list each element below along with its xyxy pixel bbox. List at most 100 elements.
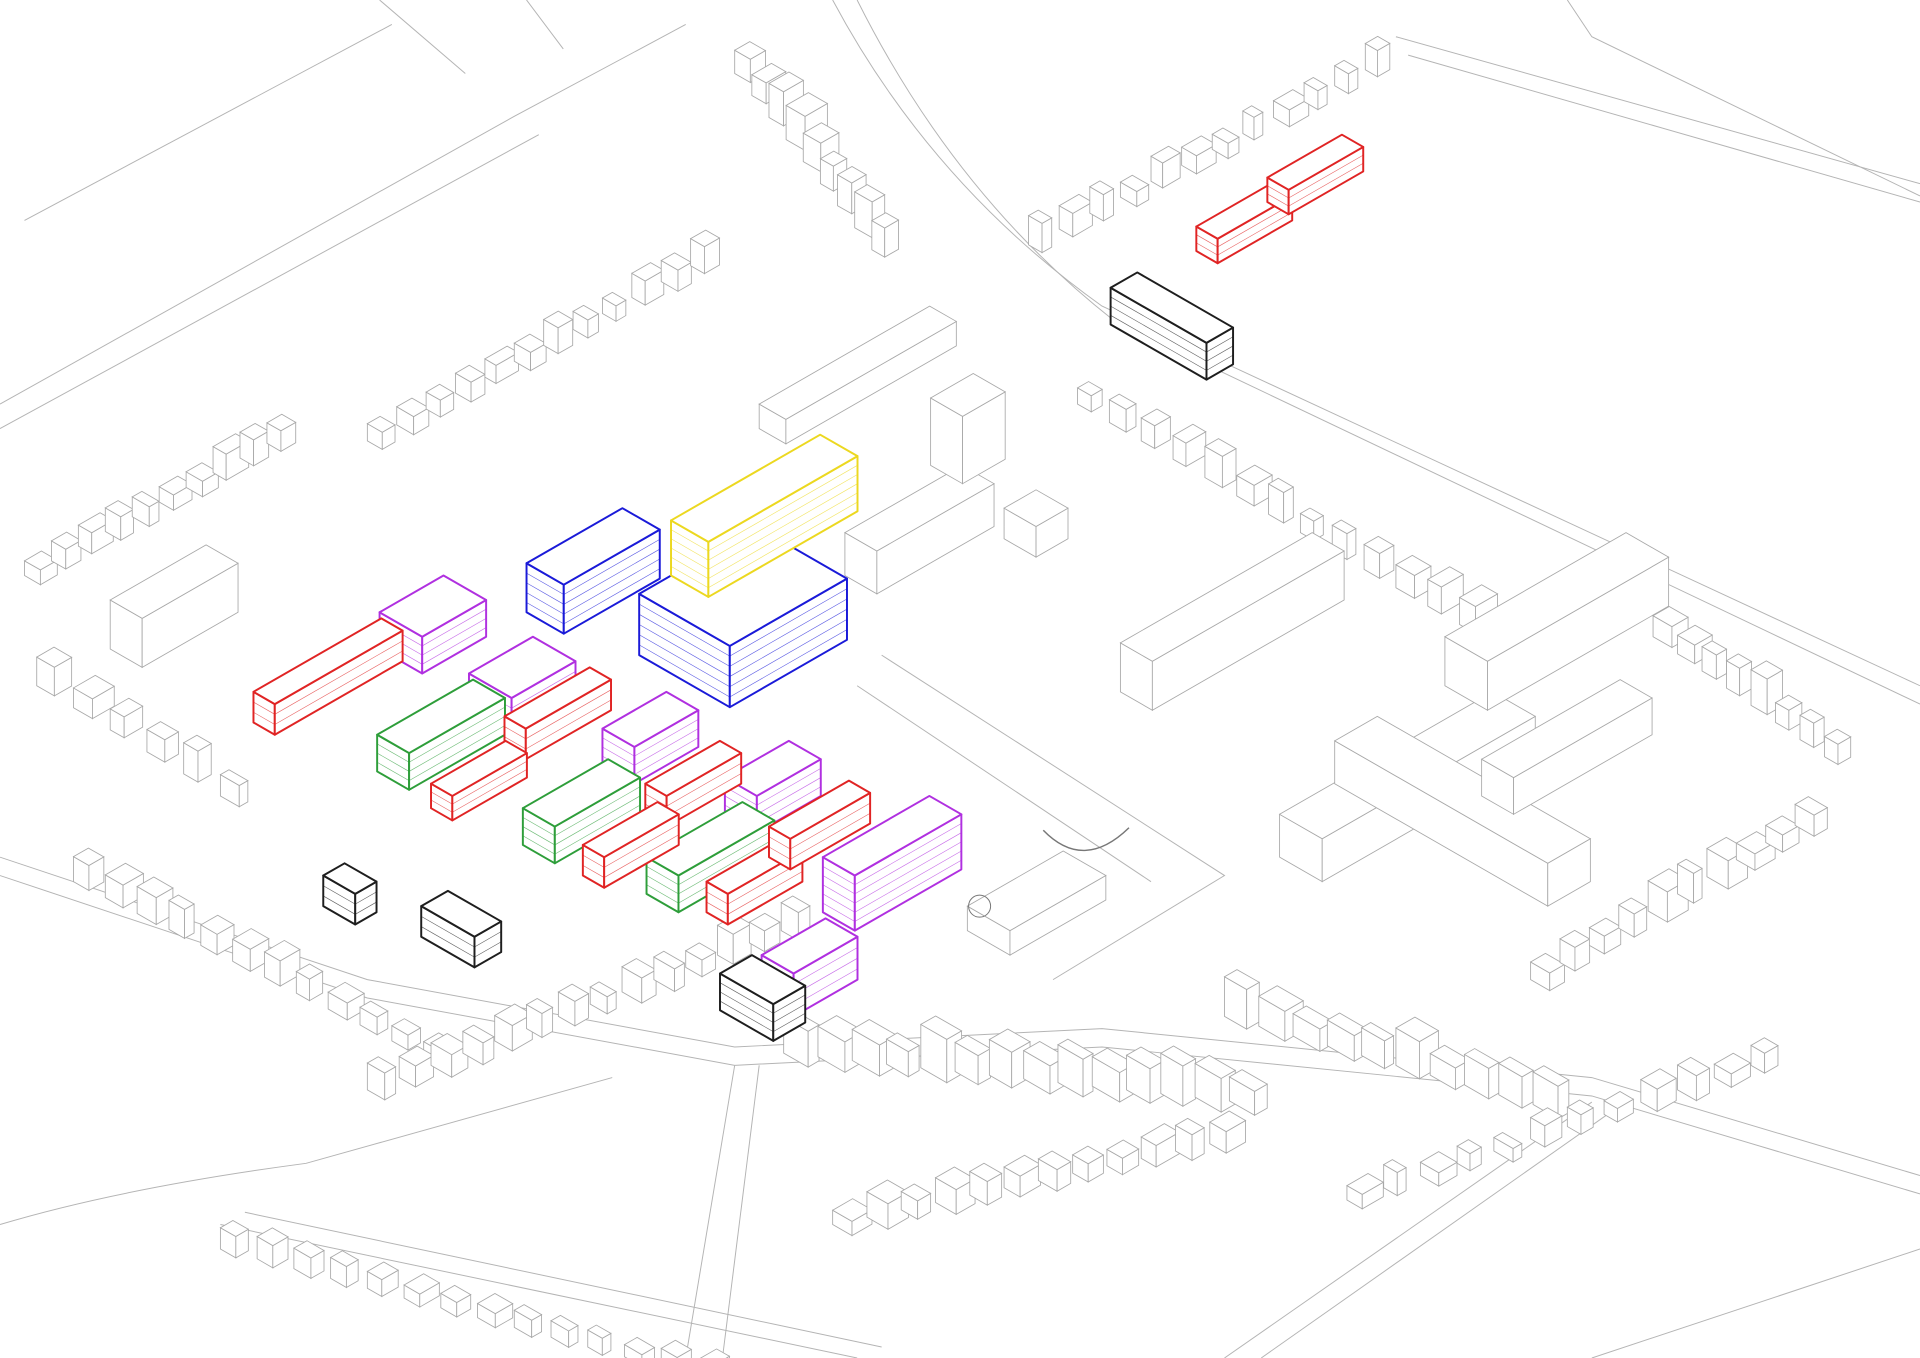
street-edge — [1260, 1107, 1617, 1358]
context-buildings — [23, 35, 1852, 1358]
green-block-2-floor-line — [522, 835, 555, 855]
blue-block-south-floor-line — [729, 598, 848, 667]
context-building-front — [807, 1024, 820, 1068]
context-building-roof — [1701, 640, 1728, 656]
context-building-roof — [819, 150, 848, 167]
context-building-roof — [1426, 566, 1465, 588]
context-building-roof — [1299, 507, 1325, 522]
context-building-roof — [733, 41, 767, 60]
blue-block-south-floor-line — [729, 629, 848, 698]
purple-block-5-floor-line — [822, 884, 855, 904]
context-building-roof — [748, 912, 781, 932]
context-building-roof — [359, 1000, 389, 1018]
proposed-buildings — [252, 133, 1365, 1042]
context-building-roof — [1532, 1065, 1570, 1087]
context-building-roof — [1228, 1069, 1269, 1092]
context-building-roof — [689, 229, 721, 248]
green-block-1-floor-line — [376, 762, 410, 781]
green-block-2-floor-line — [554, 795, 641, 846]
context-building-roof — [1676, 858, 1703, 874]
context-building-roof — [1204, 438, 1237, 457]
purple-block-5-floor-line — [854, 832, 962, 895]
green-block-3-roof — [645, 801, 776, 877]
blue-block-south-floor-line — [639, 634, 730, 688]
green-block-1-roof — [376, 678, 506, 755]
context-building-roof — [1382, 1159, 1407, 1173]
green-block-2-floor-line — [522, 826, 555, 846]
context-building-roof — [1617, 897, 1648, 915]
context-building-roof — [403, 1273, 441, 1295]
context-building-roof — [1088, 180, 1115, 196]
context-building-front — [1283, 486, 1294, 524]
red-row-7-floor-line — [790, 802, 871, 850]
context-building-front — [1693, 867, 1703, 904]
context-building-roof — [72, 847, 105, 866]
context-building-roof — [1172, 423, 1207, 444]
street-edge — [856, 685, 1152, 883]
black-block-4-floor-line — [773, 1013, 806, 1032]
red-row-3-floor-line — [452, 760, 528, 805]
context-building-roof — [199, 914, 235, 935]
yellow-block-floor-line — [670, 547, 709, 570]
context-building-roof — [1652, 606, 1689, 628]
black-block-2-floor-line — [323, 885, 356, 905]
street-edge — [0, 134, 540, 430]
annex-building-roof — [1003, 489, 1069, 528]
context-building-front — [1041, 217, 1053, 254]
context-building-roof — [1676, 624, 1714, 646]
context-building-roof — [182, 734, 213, 752]
red-row-9-roof — [1266, 133, 1365, 191]
context-building-roof — [660, 1339, 693, 1358]
purple-block-3-floor-line — [634, 728, 699, 766]
red-row-6-floor-line — [727, 871, 803, 915]
green-block-3-floor-line — [646, 875, 679, 895]
red-row-7-floor-line — [768, 836, 791, 850]
purple-block-4-floor-line — [756, 777, 821, 815]
street-edge — [1408, 54, 1920, 203]
context-building-roof — [1713, 1052, 1752, 1075]
blue-block-north-floor-line — [563, 539, 660, 595]
red-row-5-floor-line — [582, 854, 605, 868]
green-block-3-floor-line — [678, 829, 775, 885]
context-building-roof — [366, 1261, 400, 1281]
context-building-roof — [1794, 796, 1829, 816]
context-building-roof — [1211, 127, 1240, 144]
context-building-roof — [329, 1250, 360, 1268]
context-building-roof — [557, 983, 590, 1002]
school-wing-roof — [758, 305, 958, 420]
context-building-roof — [1395, 1016, 1440, 1043]
context-building-roof — [1057, 1038, 1094, 1060]
street-edge — [244, 1211, 882, 1348]
blue-block-north-floor-line — [563, 558, 660, 615]
context-building-roof — [1071, 1145, 1105, 1165]
purple-block-6-floor-line — [793, 947, 858, 985]
red-row-4-floor-line — [645, 793, 667, 807]
context-building-roof — [256, 1227, 289, 1247]
red-row-2-roof — [503, 666, 612, 730]
purple-block-3-floor-line — [602, 746, 635, 766]
purple-block-1-floor-line — [422, 618, 487, 656]
green-block-3-floor-line — [678, 838, 775, 895]
purple-block-3-floor-line — [634, 737, 699, 775]
courtyard-block-inner-roof — [1480, 679, 1653, 779]
purple-block-6-roof — [760, 917, 859, 975]
red-row-5-floor-line — [582, 865, 605, 878]
context-building-roof — [586, 1324, 612, 1339]
context-building-roof — [988, 1028, 1031, 1053]
black-block-3-floor-line — [421, 916, 475, 948]
red-row-7-roof — [768, 779, 872, 840]
context-building-roof — [461, 1024, 495, 1044]
red-row-7-floor-line — [790, 813, 871, 860]
context-building-roof — [785, 92, 829, 117]
context-building-roof — [168, 894, 195, 910]
black-block-3-floor-line — [474, 931, 502, 948]
context-building-roof — [1108, 393, 1137, 410]
yellow-block-floor-line — [708, 474, 858, 561]
context-building-roof — [1639, 1068, 1678, 1090]
context-building-roof — [1076, 381, 1104, 397]
context-building-roof — [1267, 477, 1295, 493]
street-edge — [881, 654, 1226, 981]
context-building-roof — [919, 1015, 963, 1040]
red-row-5-roof — [581, 801, 680, 859]
context-building-roof — [525, 997, 554, 1015]
